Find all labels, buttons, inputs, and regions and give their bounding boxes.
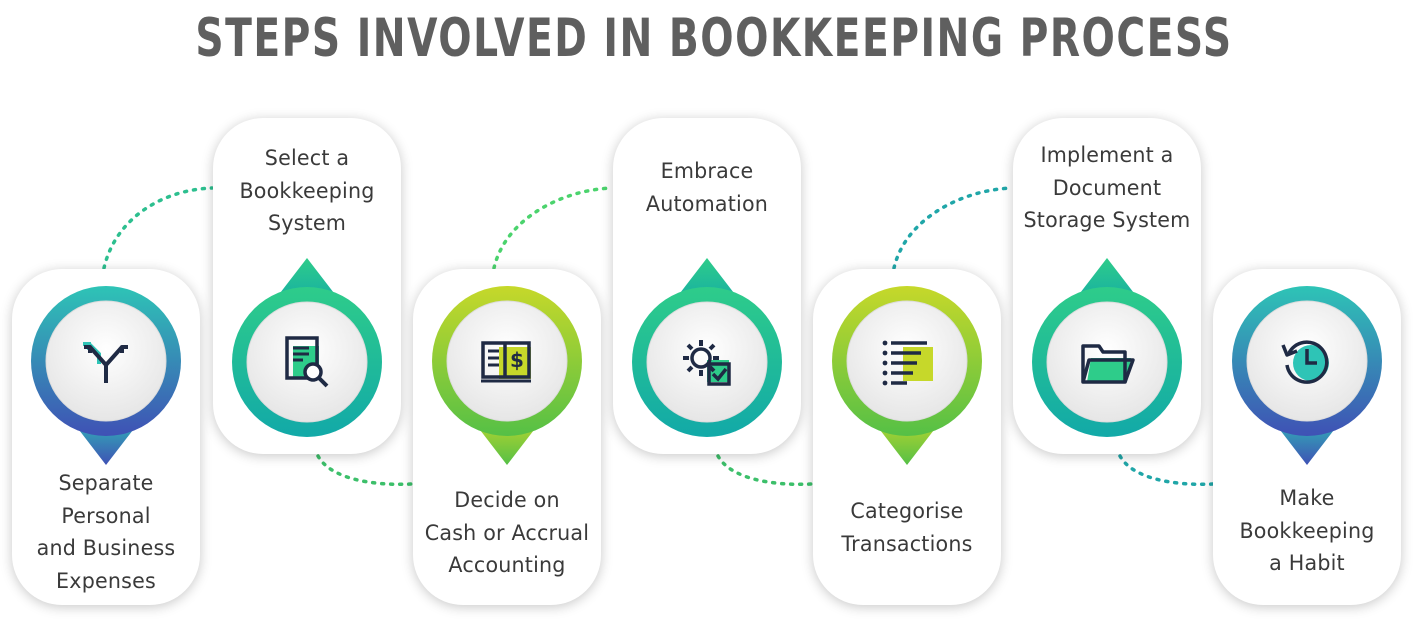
split-arrows-icon	[83, 342, 128, 383]
step-badge-2	[231, 258, 383, 463]
step-label-3: Decide on Cash or Accrual Accounting	[424, 488, 590, 578]
step-badge-3: $	[431, 267, 583, 472]
step-label-1: Separate Personal and Business Expenses	[36, 471, 176, 594]
list-icon	[882, 340, 933, 386]
step-badge-4	[631, 258, 783, 463]
folder-icon	[1081, 344, 1135, 384]
step-badge-6	[1031, 258, 1183, 463]
dollar-book-icon: $	[481, 341, 531, 383]
page-title: STEPS INVOLVED IN BOOKKEEPING PROCESS	[195, 8, 1233, 69]
document-search-icon	[285, 336, 329, 388]
step-label-5: Categorise Transactions	[841, 499, 973, 557]
clock-history-icon	[1281, 340, 1329, 384]
svg-text:$: $	[510, 348, 524, 372]
step-badge-7	[1231, 267, 1383, 472]
step-badge-1	[30, 267, 182, 472]
step-label-2: Select a Bookkeeping System	[239, 146, 375, 236]
step-badge-5	[831, 267, 983, 472]
step-label-7: Make Bookkeeping a Habit	[1239, 486, 1375, 576]
gear-checkbox-icon	[683, 340, 731, 386]
step-label-6: Implement a Document Storage System	[1023, 143, 1191, 233]
step-label-4: Embrace Automation	[645, 159, 769, 217]
